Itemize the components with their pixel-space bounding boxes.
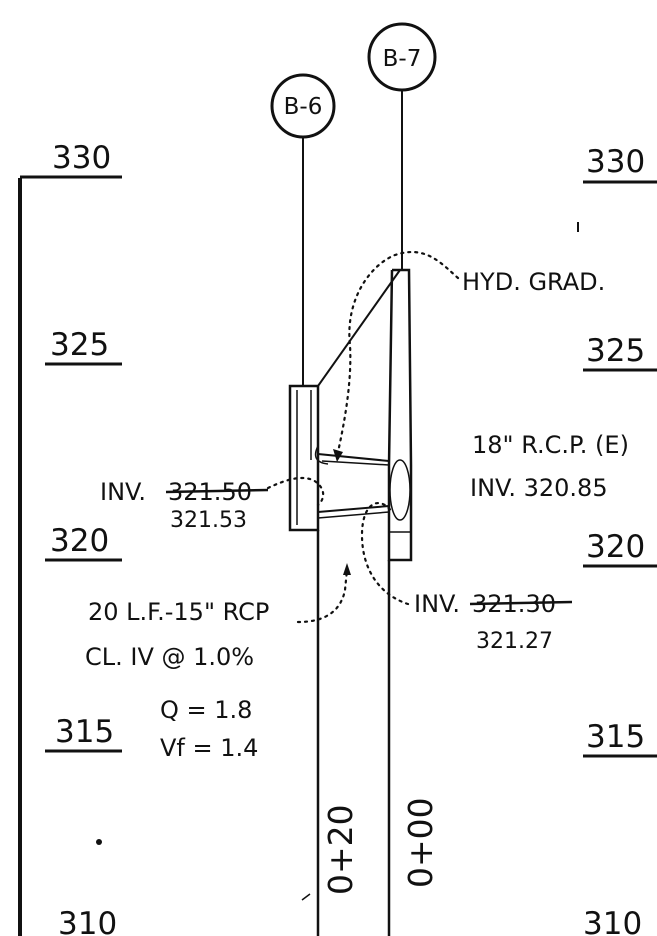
right-elevation-label: 320 bbox=[586, 529, 645, 565]
left-elevation-label: 315 bbox=[55, 714, 114, 750]
pipe-bottom-line bbox=[317, 505, 390, 513]
hydraulic-grade-line bbox=[317, 269, 401, 387]
right-elevation-label: 310 bbox=[583, 906, 642, 936]
ink-mark bbox=[301, 893, 311, 901]
rcp-existing-label: 18" R.C.P. (E) bbox=[472, 431, 629, 459]
leader-arrowhead bbox=[343, 563, 351, 575]
b7-tapered-structure bbox=[387, 268, 413, 562]
hyd-grad-label: HYD. GRAD. bbox=[462, 268, 605, 296]
b6-structure-box bbox=[288, 384, 320, 532]
pipe-top-line-inner bbox=[321, 460, 390, 466]
pipe-callout-leader bbox=[296, 568, 349, 624]
inv-bottom-strikeout bbox=[469, 600, 573, 606]
structure-label-b7: B-7 bbox=[383, 46, 422, 72]
pipe-top-line bbox=[317, 453, 390, 462]
left-elevation-label: 325 bbox=[50, 327, 109, 363]
inv-left-strikeout bbox=[165, 488, 269, 494]
flow-q-label: Q = 1.8 bbox=[160, 696, 252, 724]
b7-pipe-opening bbox=[389, 459, 411, 521]
station-label-0-00: 0+00 bbox=[401, 797, 440, 888]
station-label-0-20: 0+20 bbox=[321, 804, 360, 895]
inv-bottom-leader bbox=[360, 501, 410, 606]
pipe-bottom-line-inner bbox=[317, 511, 390, 519]
pipe-end-curve bbox=[314, 445, 329, 465]
inv-left-prefix: INV. bbox=[100, 478, 146, 506]
inv-bottom-new-value: 321.27 bbox=[476, 629, 553, 654]
velocity-label: Vf = 1.4 bbox=[160, 734, 258, 762]
left-elevation-label: 310 bbox=[58, 906, 117, 936]
inv-bottom-prefix: INV. bbox=[414, 590, 460, 618]
inv-left-leader bbox=[266, 476, 325, 507]
right-elevation-label: 315 bbox=[586, 719, 645, 755]
inv-right-label: INV. 320.85 bbox=[470, 474, 608, 502]
pipe-callout-line2: CL. IV @ 1.0% bbox=[85, 643, 254, 671]
right-elevation-label: 325 bbox=[586, 333, 645, 369]
leader-arrowhead bbox=[333, 449, 343, 462]
hyd-grad-leader bbox=[336, 250, 460, 454]
left-elevation-label: 320 bbox=[50, 523, 109, 559]
right-elevation-label: 330 bbox=[586, 144, 645, 180]
structure-label-b6: B-6 bbox=[284, 94, 323, 120]
left-elevation-label: 330 bbox=[52, 140, 111, 176]
inv-left-new-value: 321.53 bbox=[170, 508, 247, 533]
pipe-callout-line1: 20 L.F.-15" RCP bbox=[88, 598, 269, 626]
ink-speck bbox=[96, 839, 102, 845]
